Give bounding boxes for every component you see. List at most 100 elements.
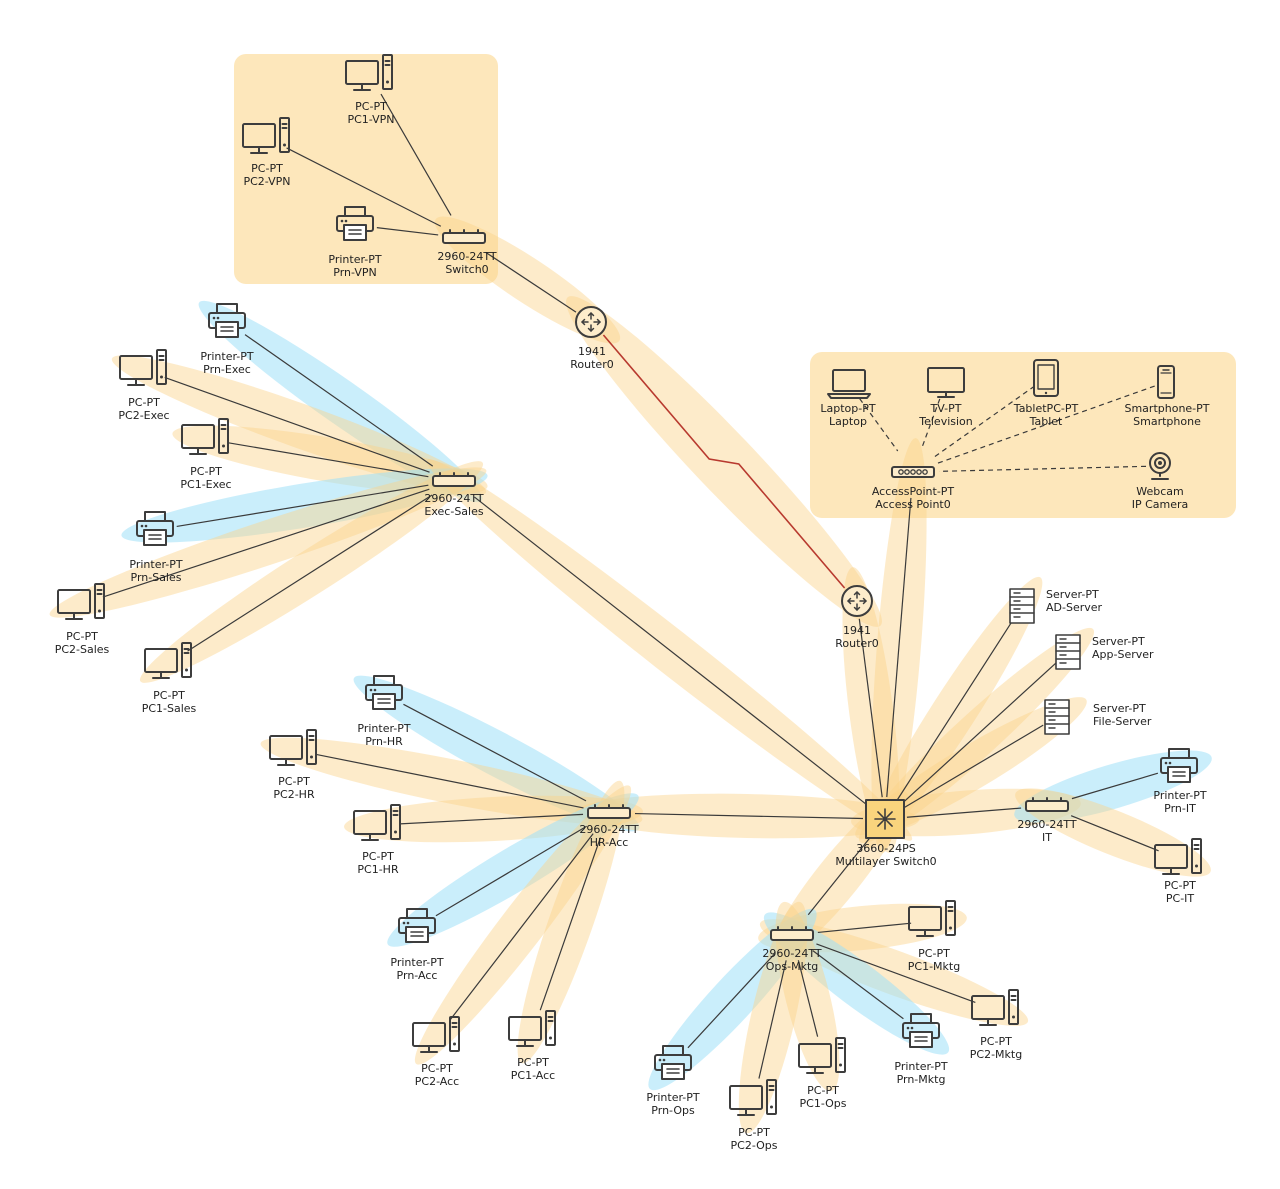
ethernet-link-ap-ml[interactable] xyxy=(886,497,912,798)
ethernet-link-pc2sales-swexec[interactable] xyxy=(102,488,430,598)
pc-icon xyxy=(1154,838,1202,875)
pc-icon xyxy=(119,349,167,386)
ethernet-link-swexec-ml[interactable] xyxy=(474,496,869,806)
wireless-link-laptop-ap[interactable] xyxy=(859,398,899,452)
ethernet-link-pc1exec-swexec[interactable] xyxy=(227,442,429,478)
ethernet-link-pc1ops-swops[interactable] xyxy=(797,960,819,1037)
device-model-label: Server-PT xyxy=(1092,635,1145,648)
ethernet-link-pc1acc-swhr[interactable] xyxy=(539,837,602,1011)
ethernet-link-pc1sales-swexec[interactable] xyxy=(187,494,433,652)
device-name-label: PC1-HR xyxy=(357,863,399,876)
ethernet-link-pcit-swit[interactable] xyxy=(1070,815,1159,852)
ethernet-link-pc2mktg-swops[interactable] xyxy=(816,943,976,1003)
ethernet-link-prnacc-swhr[interactable] xyxy=(435,825,587,917)
ethernet-link-prnvpn-sw0[interactable] xyxy=(376,227,439,236)
printer-icon xyxy=(902,1013,940,1048)
ethernet-link-pc1hr-swhr[interactable] xyxy=(399,813,584,825)
ethernet-link-prnops-swops[interactable] xyxy=(687,953,775,1049)
device-name-label: PC2-Exec xyxy=(118,409,169,422)
ethernet-link-pc2hr-swhr[interactable] xyxy=(315,753,584,809)
ethernet-link-ml-swops[interactable] xyxy=(807,835,872,916)
device-name-label: PC1-Sales xyxy=(142,702,197,715)
serial-link-r0a-r0b[interactable] xyxy=(602,334,846,589)
wireless-link-cam-ap[interactable] xyxy=(938,465,1147,472)
ethernet-link-pc1vpn-sw0[interactable] xyxy=(380,93,452,216)
ethernet-link-pc2acc-swhr[interactable] xyxy=(449,833,594,1020)
device-model-label: Printer-PT xyxy=(200,350,253,363)
ethernet-link-filesrv-ml[interactable] xyxy=(903,724,1044,809)
vpn-zone xyxy=(234,54,498,284)
server-icon xyxy=(1044,699,1070,735)
device-model-label: PC-PT xyxy=(278,775,310,788)
ethernet-link-prnexec-swexec[interactable] xyxy=(244,334,434,467)
device-name-label: Prn-Exec xyxy=(203,363,251,376)
tablet-icon xyxy=(1033,359,1059,397)
device-model-label: Laptop-PT xyxy=(820,402,875,415)
device-name-label: Television xyxy=(918,415,973,428)
ethernet-link-adsrv-ml[interactable] xyxy=(896,619,1014,801)
device-name-label: Multilayer Switch0 xyxy=(835,855,936,868)
ethernet-link-pc1mktg-swops[interactable] xyxy=(817,922,912,934)
smartphone-icon xyxy=(1157,365,1175,399)
ethernet-link-prnhr-swhr[interactable] xyxy=(403,703,587,802)
ethernet-link-pc2exec-swexec[interactable] xyxy=(164,376,430,473)
ethernet-link-appsrv-ml[interactable] xyxy=(900,662,1057,805)
wireless-link-phone-ap[interactable] xyxy=(937,385,1155,464)
device-name-label: PC1-VPN xyxy=(347,113,394,126)
device-name-label: Prn-Acc xyxy=(397,969,438,982)
ethernet-link-prnsales-swexec[interactable] xyxy=(176,484,429,528)
ethernet-link-r0b-ml[interactable] xyxy=(858,618,883,798)
device-name-label: IT xyxy=(1042,831,1052,844)
ethernet-link-swit-ml[interactable] xyxy=(906,807,1022,818)
ethernet-link-sw0-r0a[interactable] xyxy=(485,251,577,313)
ethernet-link-pc2vpn-sw0[interactable] xyxy=(286,147,442,227)
ethernet-link-pc2ops-swops[interactable] xyxy=(758,960,787,1079)
router-icon xyxy=(841,585,873,617)
ethernet-link-prnmktg-swops[interactable] xyxy=(812,950,904,1020)
ethernet-link-prnit-swit[interactable] xyxy=(1071,772,1159,800)
wireless-link-tablet-ap[interactable] xyxy=(933,385,1035,458)
ethernet-link-swhr-ml[interactable] xyxy=(634,812,864,820)
